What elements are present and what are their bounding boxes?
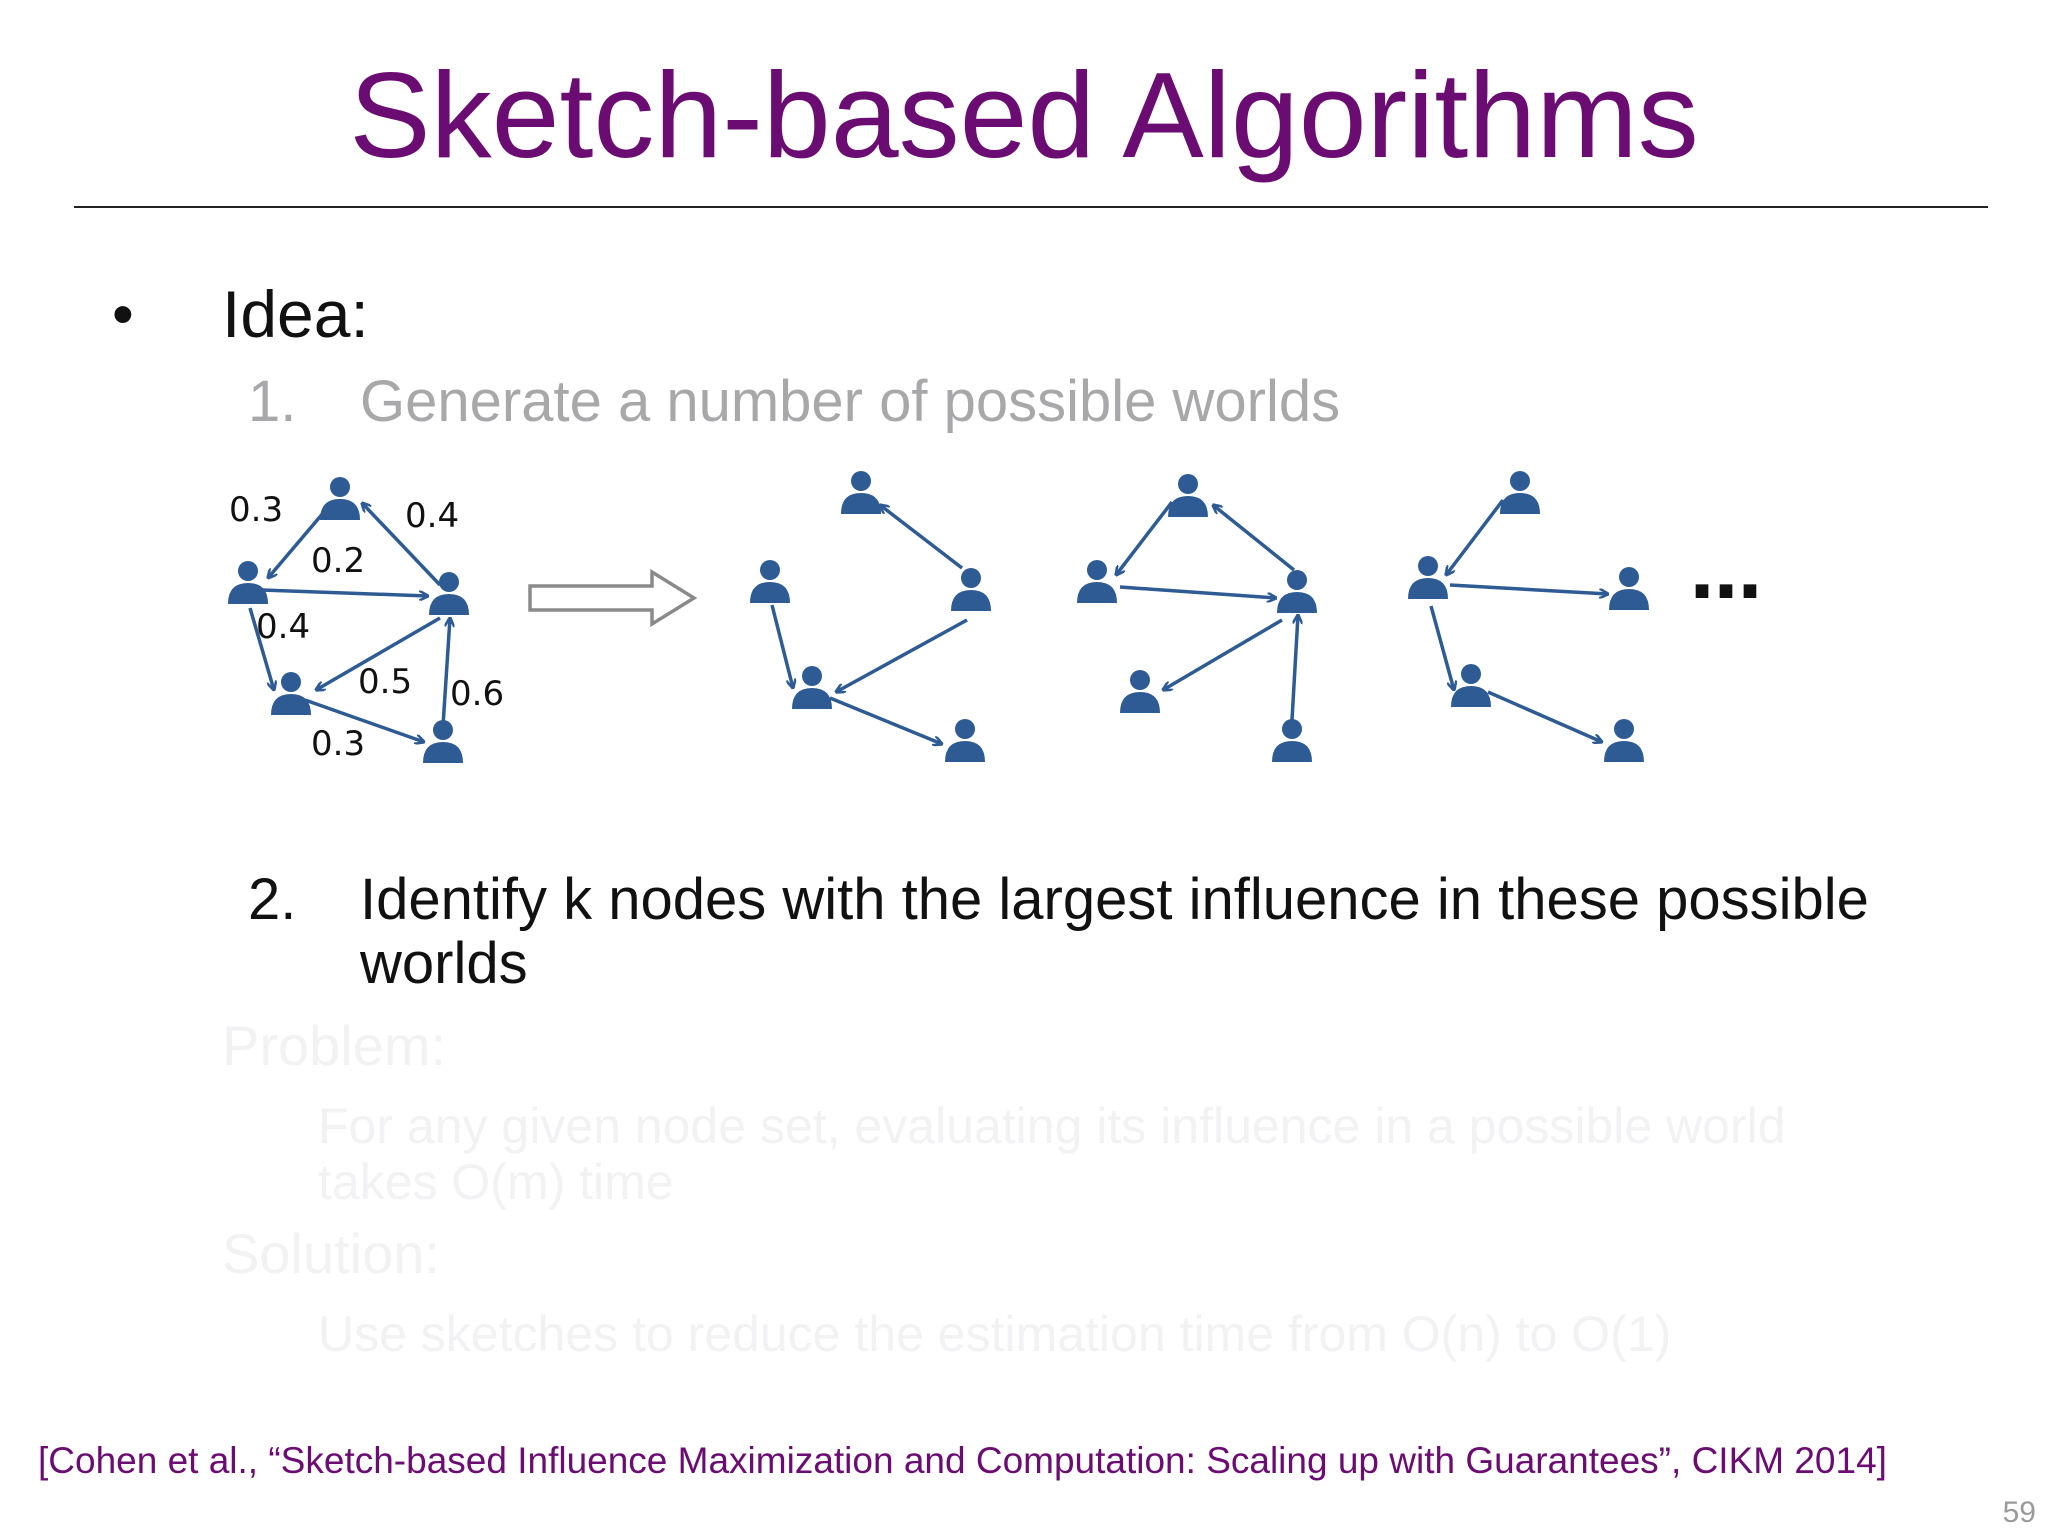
person-icon <box>1277 570 1317 613</box>
edge-c-to-d <box>316 616 441 690</box>
person-icon <box>1168 474 1208 517</box>
step-1-text: Generate a number of possible worlds <box>360 369 1341 434</box>
edge-a-to-b <box>268 503 332 578</box>
person-icon <box>320 477 360 520</box>
person-icon <box>1120 670 1160 713</box>
edge-c-to-a <box>362 503 442 587</box>
faded-problem-text: For any given node set, evaluating its i… <box>318 1098 1786 1210</box>
person-icon <box>841 471 881 514</box>
edge-label: 0.5 <box>358 662 412 702</box>
person-icon <box>271 672 311 715</box>
ellipsis: … <box>1690 531 1762 615</box>
edge-label: 0.3 <box>229 490 283 530</box>
person-icon <box>945 719 985 762</box>
edge-b-to-d <box>248 607 274 690</box>
faded-problem-label: Problem: <box>222 1014 447 1077</box>
edge-b-to-c <box>261 588 428 596</box>
citation: [Cohen et al., “Sketch-based Influence M… <box>38 1440 1887 1481</box>
step-2-number: 2. <box>248 867 297 932</box>
person-icon <box>1408 556 1448 599</box>
step-2-text: Identify k nodes with the largest influe… <box>360 867 1869 996</box>
person-icon <box>1451 664 1491 707</box>
person-icon <box>228 561 268 604</box>
original-graph: 0.3 0.4 0.2 0.4 0.5 0.6 0.3 <box>228 477 504 764</box>
possible-world-3 <box>1408 471 1649 762</box>
edge-label: 0.2 <box>311 541 365 581</box>
person-icon <box>423 720 463 763</box>
faded-solution-label: Solution: <box>222 1222 440 1285</box>
slide-title: Sketch-based Algorithms <box>349 47 1699 183</box>
possible-world-2 <box>1077 474 1317 762</box>
step-1-number: 1. <box>248 369 297 434</box>
person-icon <box>1077 560 1117 603</box>
person-icon <box>1272 719 1312 762</box>
person-icon <box>1604 719 1644 762</box>
edge-e-to-c <box>441 618 450 727</box>
arrow-right-icon <box>528 568 698 628</box>
edge-label: 0.4 <box>405 496 459 536</box>
possible-world-1 <box>750 471 991 762</box>
person-icon <box>1609 567 1649 610</box>
person-icon <box>750 560 790 603</box>
person-icon <box>1500 471 1540 514</box>
edge-label: 0.4 <box>256 607 310 647</box>
faded-solution-text: Use sketches to reduce the estimation ti… <box>318 1306 1672 1362</box>
person-icon <box>951 568 991 611</box>
edge-label: 0.6 <box>450 674 504 714</box>
edge-d-to-e <box>304 698 424 742</box>
bullet-symbol: • <box>112 280 134 349</box>
page-number: 59 <box>2002 1496 2036 1529</box>
edge-label: 0.3 <box>311 724 365 764</box>
title-divider <box>74 206 1988 208</box>
person-icon <box>792 666 832 709</box>
bullet-idea: Idea: <box>222 277 369 351</box>
